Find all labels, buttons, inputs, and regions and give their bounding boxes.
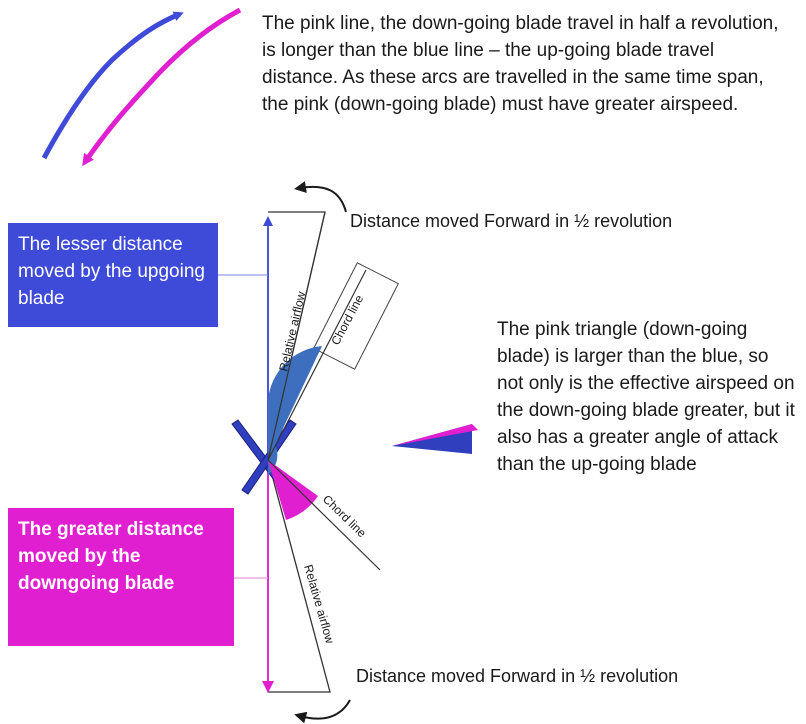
upgoing-arc — [41, 11, 184, 160]
upper-angle-wedge — [268, 346, 322, 460]
distance-forward-label-top: Distance moved Forward in ½ revolution — [350, 211, 673, 231]
upgoing-blade-callout: The lesser distance moved by the upgoing… — [8, 223, 218, 327]
bottom-curved-arrow — [294, 699, 351, 724]
top-curved-arrow — [294, 181, 347, 213]
downgoing-blade-callout: The greater distance moved by the downgo… — [8, 508, 234, 646]
upper-chord-box — [313, 262, 399, 370]
pink-comparison-triangle — [392, 424, 478, 446]
distance-forward-label-bottom: Distance moved Forward in ½ revolution — [356, 666, 679, 686]
top-explanation-text: The pink line, the down-going blade trav… — [262, 13, 779, 115]
upper-chord-line — [267, 269, 367, 461]
lower-chord-line-label: Chord line — [320, 492, 369, 540]
right-explanation-text: The pink triangle (down-going blade) is … — [497, 319, 795, 475]
lower-angle-wedge — [268, 460, 318, 520]
downgoing-arc — [82, 7, 242, 167]
lower-chord-line — [267, 459, 381, 571]
upper-relative-airflow-line — [267, 211, 326, 461]
